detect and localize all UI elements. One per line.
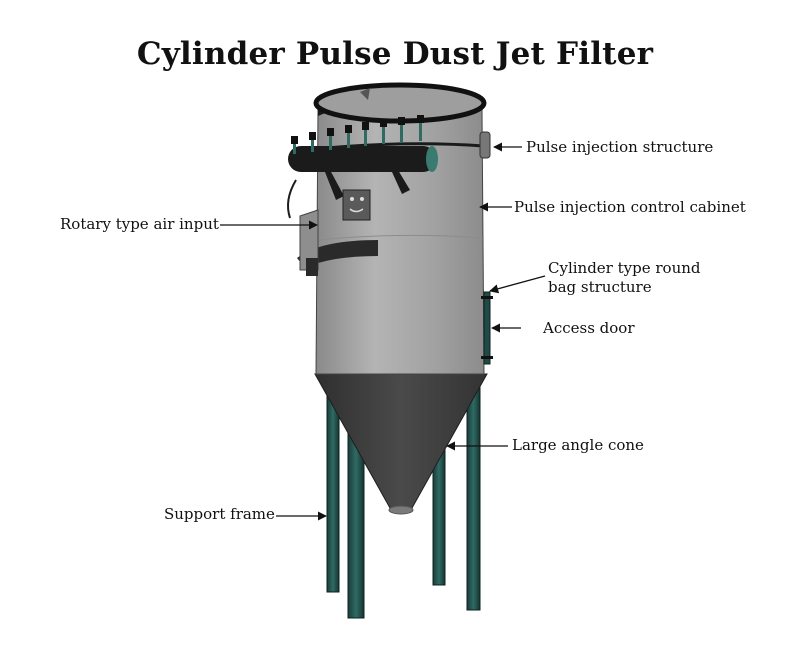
- label-cylinder-type-round-line1: Cylinder type round: [548, 259, 701, 277]
- label-large-angle-cone: Large angle cone: [512, 436, 644, 454]
- diagram-title: Cylinder Pulse Dust Jet Filter: [136, 36, 654, 72]
- label-pulse-injection-control-cabinet: Pulse injection control cabinet: [514, 198, 746, 216]
- control-cabinet: [342, 189, 371, 221]
- label-pulse-injection-structure: Pulse injection structure: [526, 138, 714, 156]
- large-angle-cone-shape: [314, 373, 488, 509]
- label-access-door: Access door: [543, 319, 635, 337]
- pulse-injection-box: [479, 131, 491, 159]
- label-support-frame: Support frame: [164, 505, 275, 523]
- pulse-header-pipe: [287, 146, 438, 219]
- access-door: [481, 291, 493, 365]
- label-cylinder-type-round-line2: bag structure: [548, 278, 652, 296]
- leader-arrows: [220, 142, 546, 521]
- label-rotary-type-air-input: Rotary type air input: [60, 215, 219, 233]
- pulse-valves: [291, 115, 424, 154]
